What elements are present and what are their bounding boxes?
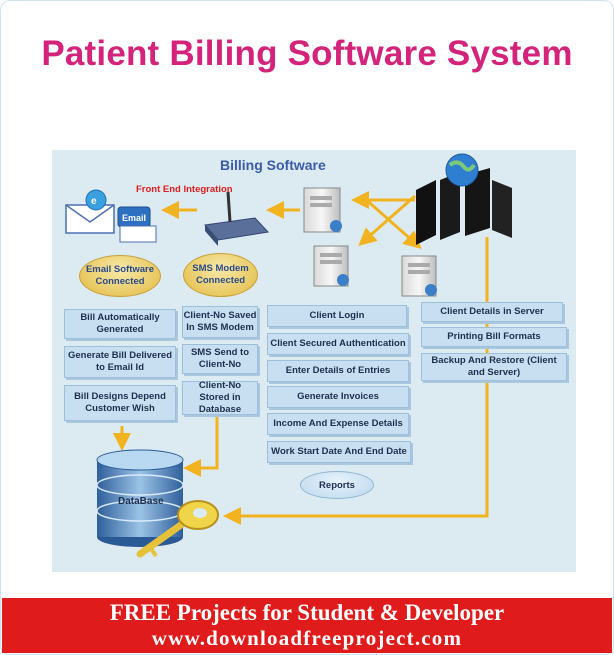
server-icon	[303, 187, 342, 233]
client-step-box: Client Login	[267, 305, 407, 327]
arrow-sms-to-db	[183, 414, 219, 477]
sms-modem-connected-badge: SMS Modem Connected	[183, 253, 258, 297]
arrow-cross-2	[358, 194, 416, 246]
sms-modem-icon	[204, 191, 270, 246]
banner-headline: FREE Projects for Student & Developer	[109, 600, 505, 625]
svg-text:Email: Email	[122, 213, 146, 223]
sms-step-box: Client-No Stored in Database	[182, 380, 258, 415]
promo-banner	[2, 598, 612, 653]
panel-title: Billing Software	[220, 157, 326, 173]
server-step-box: Printing Bill Formats	[421, 327, 567, 347]
email-icon: e Email	[65, 189, 157, 243]
client-step-box: Generate Invoices	[267, 386, 409, 408]
sms-step-box: SMS Send to Client-No	[182, 344, 258, 374]
server-step-box: Backup And Restore (Client and Server)	[421, 353, 567, 381]
client-step-box: Work Start Date And End Date	[267, 441, 411, 463]
email-software-connected-badge: Email Software Connected	[79, 255, 161, 297]
svg-text:e: e	[91, 196, 97, 207]
server-icon	[401, 255, 437, 297]
client-step-box: Enter Details of Entries	[267, 360, 409, 382]
email-step-box: Bill Designs Depend Customer Wish	[64, 385, 176, 421]
key-icon	[136, 500, 219, 558]
globe-server-icon	[416, 153, 512, 245]
email-step-box: Generate Bill Delivered to Email Id	[64, 346, 176, 378]
server-step-box: Client Details in Server	[421, 302, 563, 322]
reports-badge: Reports	[300, 471, 374, 499]
client-step-box: Income And Expense Details	[267, 413, 409, 435]
sms-step-box: Client-No Saved In SMS Modem	[182, 306, 258, 338]
server-icon	[313, 245, 349, 287]
front-end-integration-label: Front End Integration	[136, 184, 233, 195]
page-title: Patient Billing Software System	[41, 34, 573, 73]
email-step-box: Bill Automatically Generated	[64, 309, 176, 339]
database-label: DataBase	[118, 496, 164, 507]
client-step-box: Client Secured Authentication	[267, 333, 409, 355]
banner-url[interactable]: www.downloadfreeproject.com	[151, 626, 463, 650]
